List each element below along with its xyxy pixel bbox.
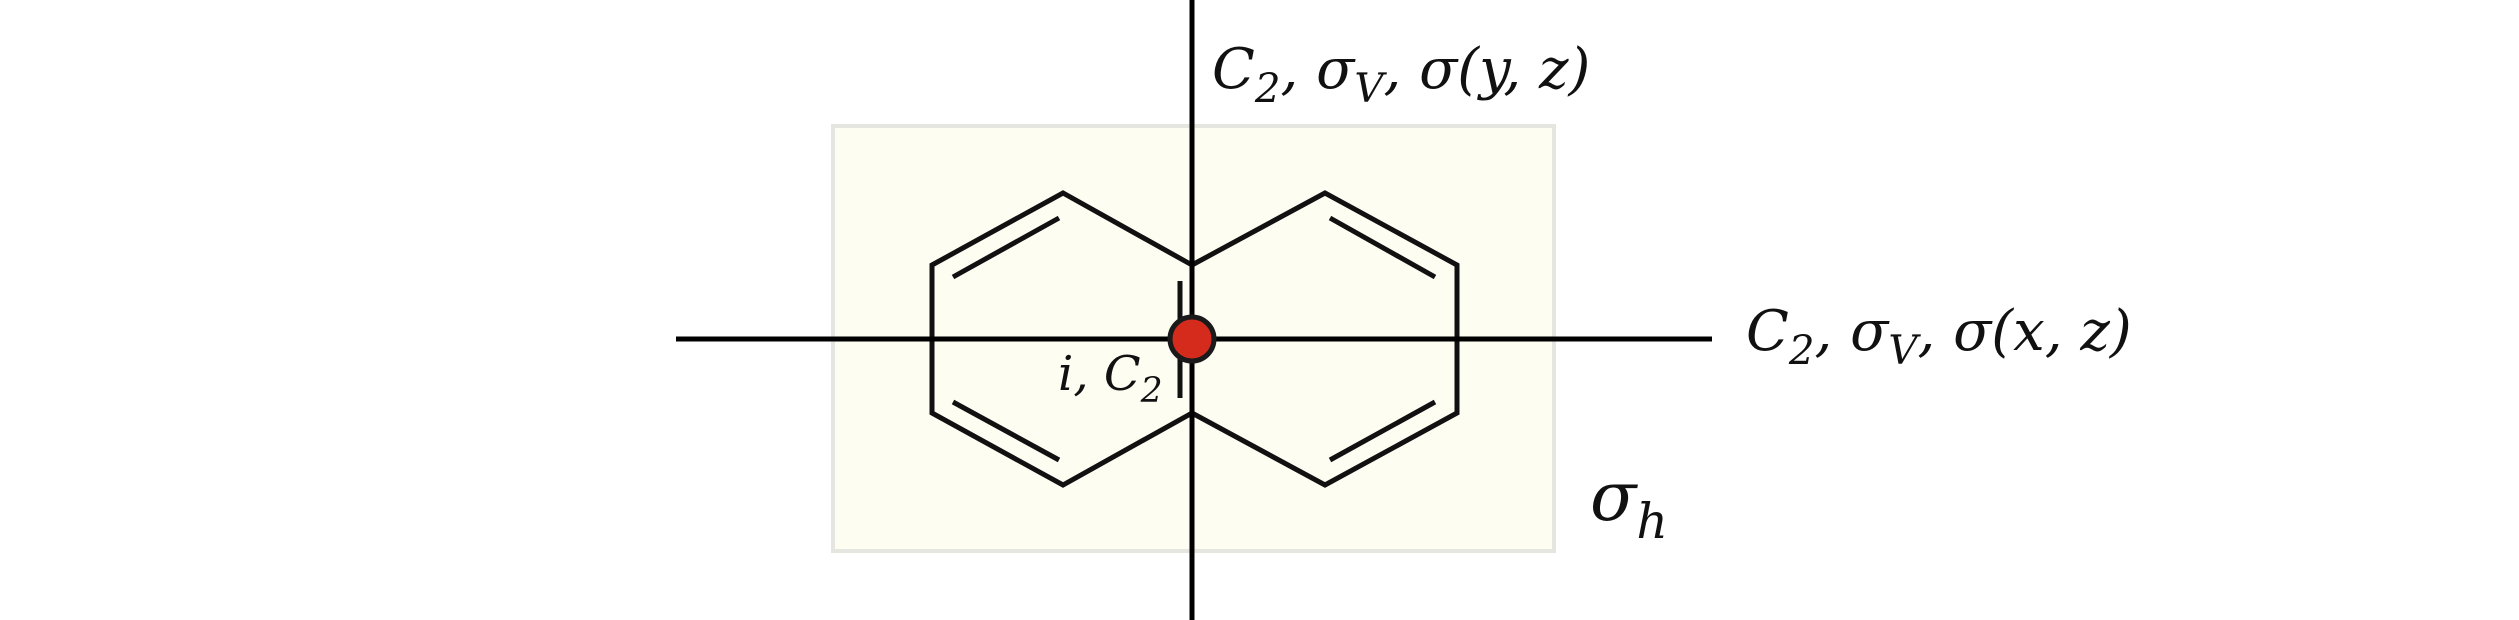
mirror-plane-label: σh [1590,458,1668,550]
double-bond-left-top [951,215,1061,280]
inversion-center-label: i, C2 [1058,346,1163,411]
red-dot-icon [1167,314,1217,364]
double-bond-left-bottom [951,399,1061,463]
vertical-axis-label: C2, σV, σ(y, z) [1212,37,1590,112]
double-bond-right-top [1328,215,1437,280]
horizontal-axis-label: C2, σV, σ(x, z) [1746,299,2132,374]
double-bond-right-bottom [1328,399,1437,463]
